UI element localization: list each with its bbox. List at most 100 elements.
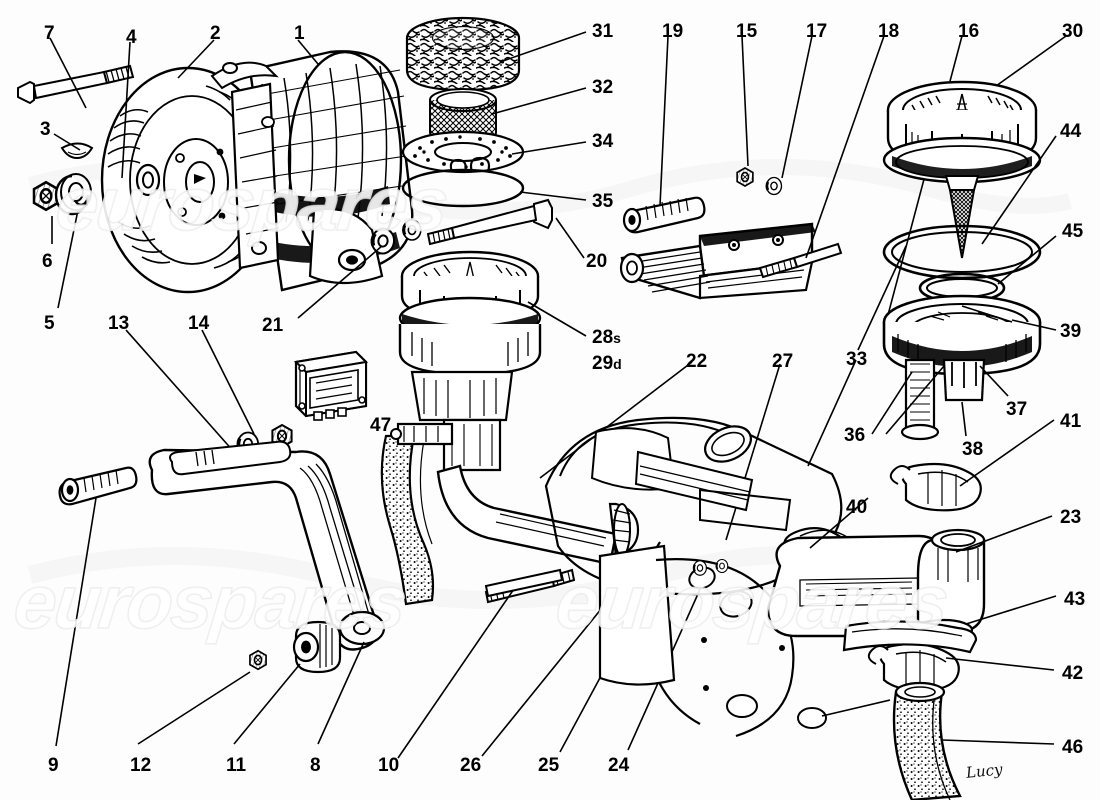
callout-17: 17 bbox=[806, 22, 827, 41]
callout-number: 29 bbox=[592, 353, 614, 374]
callout-number: 33 bbox=[846, 349, 868, 370]
part-5-lock-washer bbox=[54, 173, 92, 216]
callout-25: 25 bbox=[538, 756, 559, 775]
callout-7: 7 bbox=[44, 24, 55, 43]
callout-2: 2 bbox=[210, 24, 221, 43]
part-17-washer bbox=[765, 176, 783, 196]
callout-number: 17 bbox=[806, 21, 828, 42]
part-47-voltage-regulator bbox=[293, 350, 369, 421]
callout-number: 19 bbox=[662, 21, 684, 42]
callout-18: 18 bbox=[878, 22, 899, 41]
callout-number: 46 bbox=[1062, 737, 1084, 758]
callout-21: 21 bbox=[262, 316, 283, 335]
callout-number: 39 bbox=[1060, 321, 1082, 342]
callout-number: 7 bbox=[44, 23, 55, 44]
callout-number: 9 bbox=[48, 755, 59, 776]
callout-47: 47 bbox=[370, 416, 391, 435]
strap-assembly bbox=[55, 424, 564, 747]
callout-number: 32 bbox=[592, 77, 614, 98]
callout-number: 30 bbox=[1062, 21, 1084, 42]
callout-number: 1 bbox=[294, 23, 305, 44]
callout-number: 14 bbox=[188, 313, 210, 334]
callout-20: 20 bbox=[586, 252, 607, 271]
part-3-woodruff-key bbox=[60, 142, 94, 160]
leader-lines-f bbox=[55, 497, 365, 747]
callout-16: 16 bbox=[958, 22, 979, 41]
callout-22: 22 bbox=[686, 352, 707, 371]
alternator-mount-ears bbox=[210, 61, 384, 285]
part-31-foam-element bbox=[405, 16, 521, 92]
part-6-nut bbox=[32, 181, 60, 211]
callout-26: 26 bbox=[460, 756, 481, 775]
callout-number: 38 bbox=[962, 439, 984, 460]
hose-clamp-on-filter bbox=[390, 422, 454, 446]
callout-suffix: s bbox=[613, 330, 621, 346]
filter-elements-assembly bbox=[401, 16, 587, 259]
callout-number: 18 bbox=[878, 21, 900, 42]
callout-number: 36 bbox=[844, 425, 866, 446]
callout-number: 37 bbox=[1006, 399, 1028, 420]
callout-number: 5 bbox=[44, 313, 55, 334]
callout-3: 3 bbox=[40, 120, 51, 139]
part-20-through-bolt bbox=[426, 198, 553, 246]
leader-lines-g bbox=[809, 419, 1057, 745]
svg-text:eurospares: eurospares bbox=[52, 162, 451, 247]
oil-hose-left bbox=[380, 434, 435, 606]
alternator-assembly bbox=[17, 37, 414, 471]
callout-number: 3 bbox=[40, 119, 51, 140]
callout-number: 31 bbox=[592, 21, 614, 42]
callout-number: 4 bbox=[126, 27, 137, 48]
callout-38: 38 bbox=[962, 440, 983, 459]
callout-36: 36 bbox=[844, 426, 865, 445]
callout-13: 13 bbox=[108, 314, 129, 333]
part-9-spacer-sleeve bbox=[58, 466, 138, 506]
callout-number: 28 bbox=[592, 327, 614, 348]
callout-11: 11 bbox=[226, 756, 246, 775]
callout-number: 34 bbox=[592, 131, 614, 152]
callout-number: 8 bbox=[310, 755, 321, 776]
callout-41: 41 bbox=[1060, 412, 1081, 431]
svg-text:eurospares: eurospares bbox=[10, 560, 409, 645]
callout-43: 43 bbox=[1064, 590, 1085, 609]
callout-24: 24 bbox=[608, 756, 629, 775]
part-28-29-filter-housing bbox=[398, 250, 542, 472]
callout-46: 46 bbox=[1062, 738, 1083, 757]
callout-35: 35 bbox=[592, 192, 613, 211]
callout-10: 10 bbox=[378, 756, 399, 775]
oil-filter-housing-assembly bbox=[293, 250, 857, 759]
callout-27: 27 bbox=[772, 352, 793, 371]
callout-6: 6 bbox=[42, 252, 53, 271]
part-15-nut bbox=[736, 167, 754, 187]
callout-number: 26 bbox=[460, 755, 482, 776]
callout-42: 42 bbox=[1062, 664, 1083, 683]
callout-28s: 28s bbox=[592, 328, 621, 347]
callout-number: 24 bbox=[608, 755, 630, 776]
callout-number: 2 bbox=[210, 23, 221, 44]
part-18-bracket-bolt bbox=[758, 242, 843, 279]
watermark-glyphs: eurospares eurospares eurospares bbox=[9, 161, 951, 645]
callout-number: 23 bbox=[1060, 507, 1082, 528]
callout-number: 12 bbox=[130, 755, 152, 776]
callout-12: 12 bbox=[130, 756, 151, 775]
callout-37: 37 bbox=[1006, 400, 1027, 419]
engine-block-assembly bbox=[544, 416, 1057, 800]
callout-32: 32 bbox=[592, 78, 613, 97]
callout-number: 16 bbox=[958, 21, 980, 42]
callout-number: 44 bbox=[1060, 121, 1082, 142]
part-19-spacer-tube bbox=[622, 196, 706, 234]
callout-number: 45 bbox=[1062, 221, 1084, 242]
part-37-filter-bowl bbox=[882, 294, 1042, 441]
part-23-elbow-pipe bbox=[766, 527, 986, 642]
block-holes bbox=[688, 566, 827, 729]
part-7-long-bolt bbox=[17, 64, 135, 105]
leader-lines-d bbox=[857, 35, 1067, 437]
callout-31: 31 bbox=[592, 22, 613, 41]
callout-number: 13 bbox=[108, 313, 130, 334]
callout-45: 45 bbox=[1062, 222, 1083, 241]
callout-5: 5 bbox=[44, 314, 55, 333]
callout-number: 10 bbox=[378, 755, 400, 776]
bracket-assembly bbox=[619, 35, 963, 331]
callout-number: 21 bbox=[262, 315, 284, 336]
callout-number: 25 bbox=[538, 755, 560, 776]
